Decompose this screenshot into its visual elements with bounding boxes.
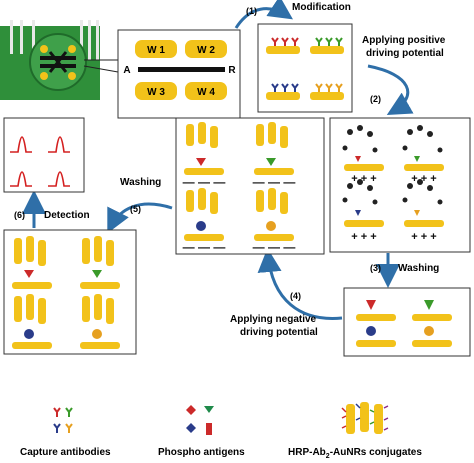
sensor-chip-image — [0, 20, 119, 100]
step5-number: (5) — [130, 204, 141, 214]
step4-arrow — [257, 248, 343, 320]
reference-label: R — [228, 65, 236, 76]
svg-text:+ + +: + + + — [411, 231, 436, 243]
step4-text-line1: Applying negative — [230, 314, 317, 325]
step5-text: Washing — [120, 177, 161, 188]
conjugate-icon — [341, 402, 389, 434]
svg-text:— — —: — — — — [253, 240, 296, 254]
svg-text:+ + +: + + + — [351, 173, 376, 185]
capture-antibody-icons — [53, 407, 73, 433]
legend-conjugates: HRP-Ab2-AuNRs conjugates — [288, 447, 422, 460]
step4-number: (4) — [290, 291, 301, 301]
svg-text:— — —: — — — — [253, 175, 296, 189]
step2-arrow — [367, 64, 414, 115]
bound-conjugates-panel — [3, 229, 137, 355]
svg-text:+ + +: + + + — [411, 173, 436, 185]
anode-label: A — [123, 65, 130, 76]
step1-arrow — [234, 0, 293, 29]
legend: Capture antibodies Phospho antigens HRP-… — [20, 402, 422, 460]
w2-label: W 2 — [197, 45, 215, 56]
detection-peaks-panel — [3, 117, 85, 193]
step3-number: (3) — [370, 263, 381, 273]
svg-text:+ + +: + + + — [351, 231, 376, 243]
positive-potential-panel: + + + + + + + + + + + + — [329, 117, 471, 253]
legend-capture-antibodies: Capture antibodies — [20, 447, 111, 458]
electrode-layout-panel: W 1 W 2 W 3 W 4 A R — [117, 29, 241, 119]
step6-text: Detection — [44, 210, 90, 221]
step3-text: Washing — [398, 263, 439, 274]
modified-electrodes-panel — [257, 23, 353, 113]
washed-panel — [343, 287, 471, 357]
phospho-antigen-icons — [186, 405, 214, 435]
w4-label: W 4 — [197, 87, 215, 98]
svg-text:— — —: — — — — [183, 240, 226, 254]
legend-phospho-antigens: Phospho antigens — [158, 447, 245, 458]
step2-text-line1: Applying positive — [362, 35, 446, 46]
step1-number: (1) — [246, 6, 257, 16]
step4-text-line2: driving potential — [240, 327, 318, 338]
step6-number: (6) — [14, 210, 25, 220]
negative-potential-panel: — — — — — — — — — — — — — [175, 117, 325, 255]
w1-label: W 1 — [147, 45, 165, 56]
w3-label: W 3 — [147, 87, 165, 98]
step1-text: Modification — [292, 2, 351, 13]
svg-text:— — —: — — — — [183, 175, 226, 189]
step2-text-line2: driving potential — [366, 48, 444, 59]
step5-arrow — [107, 202, 173, 234]
step2-number: (2) — [370, 94, 381, 104]
